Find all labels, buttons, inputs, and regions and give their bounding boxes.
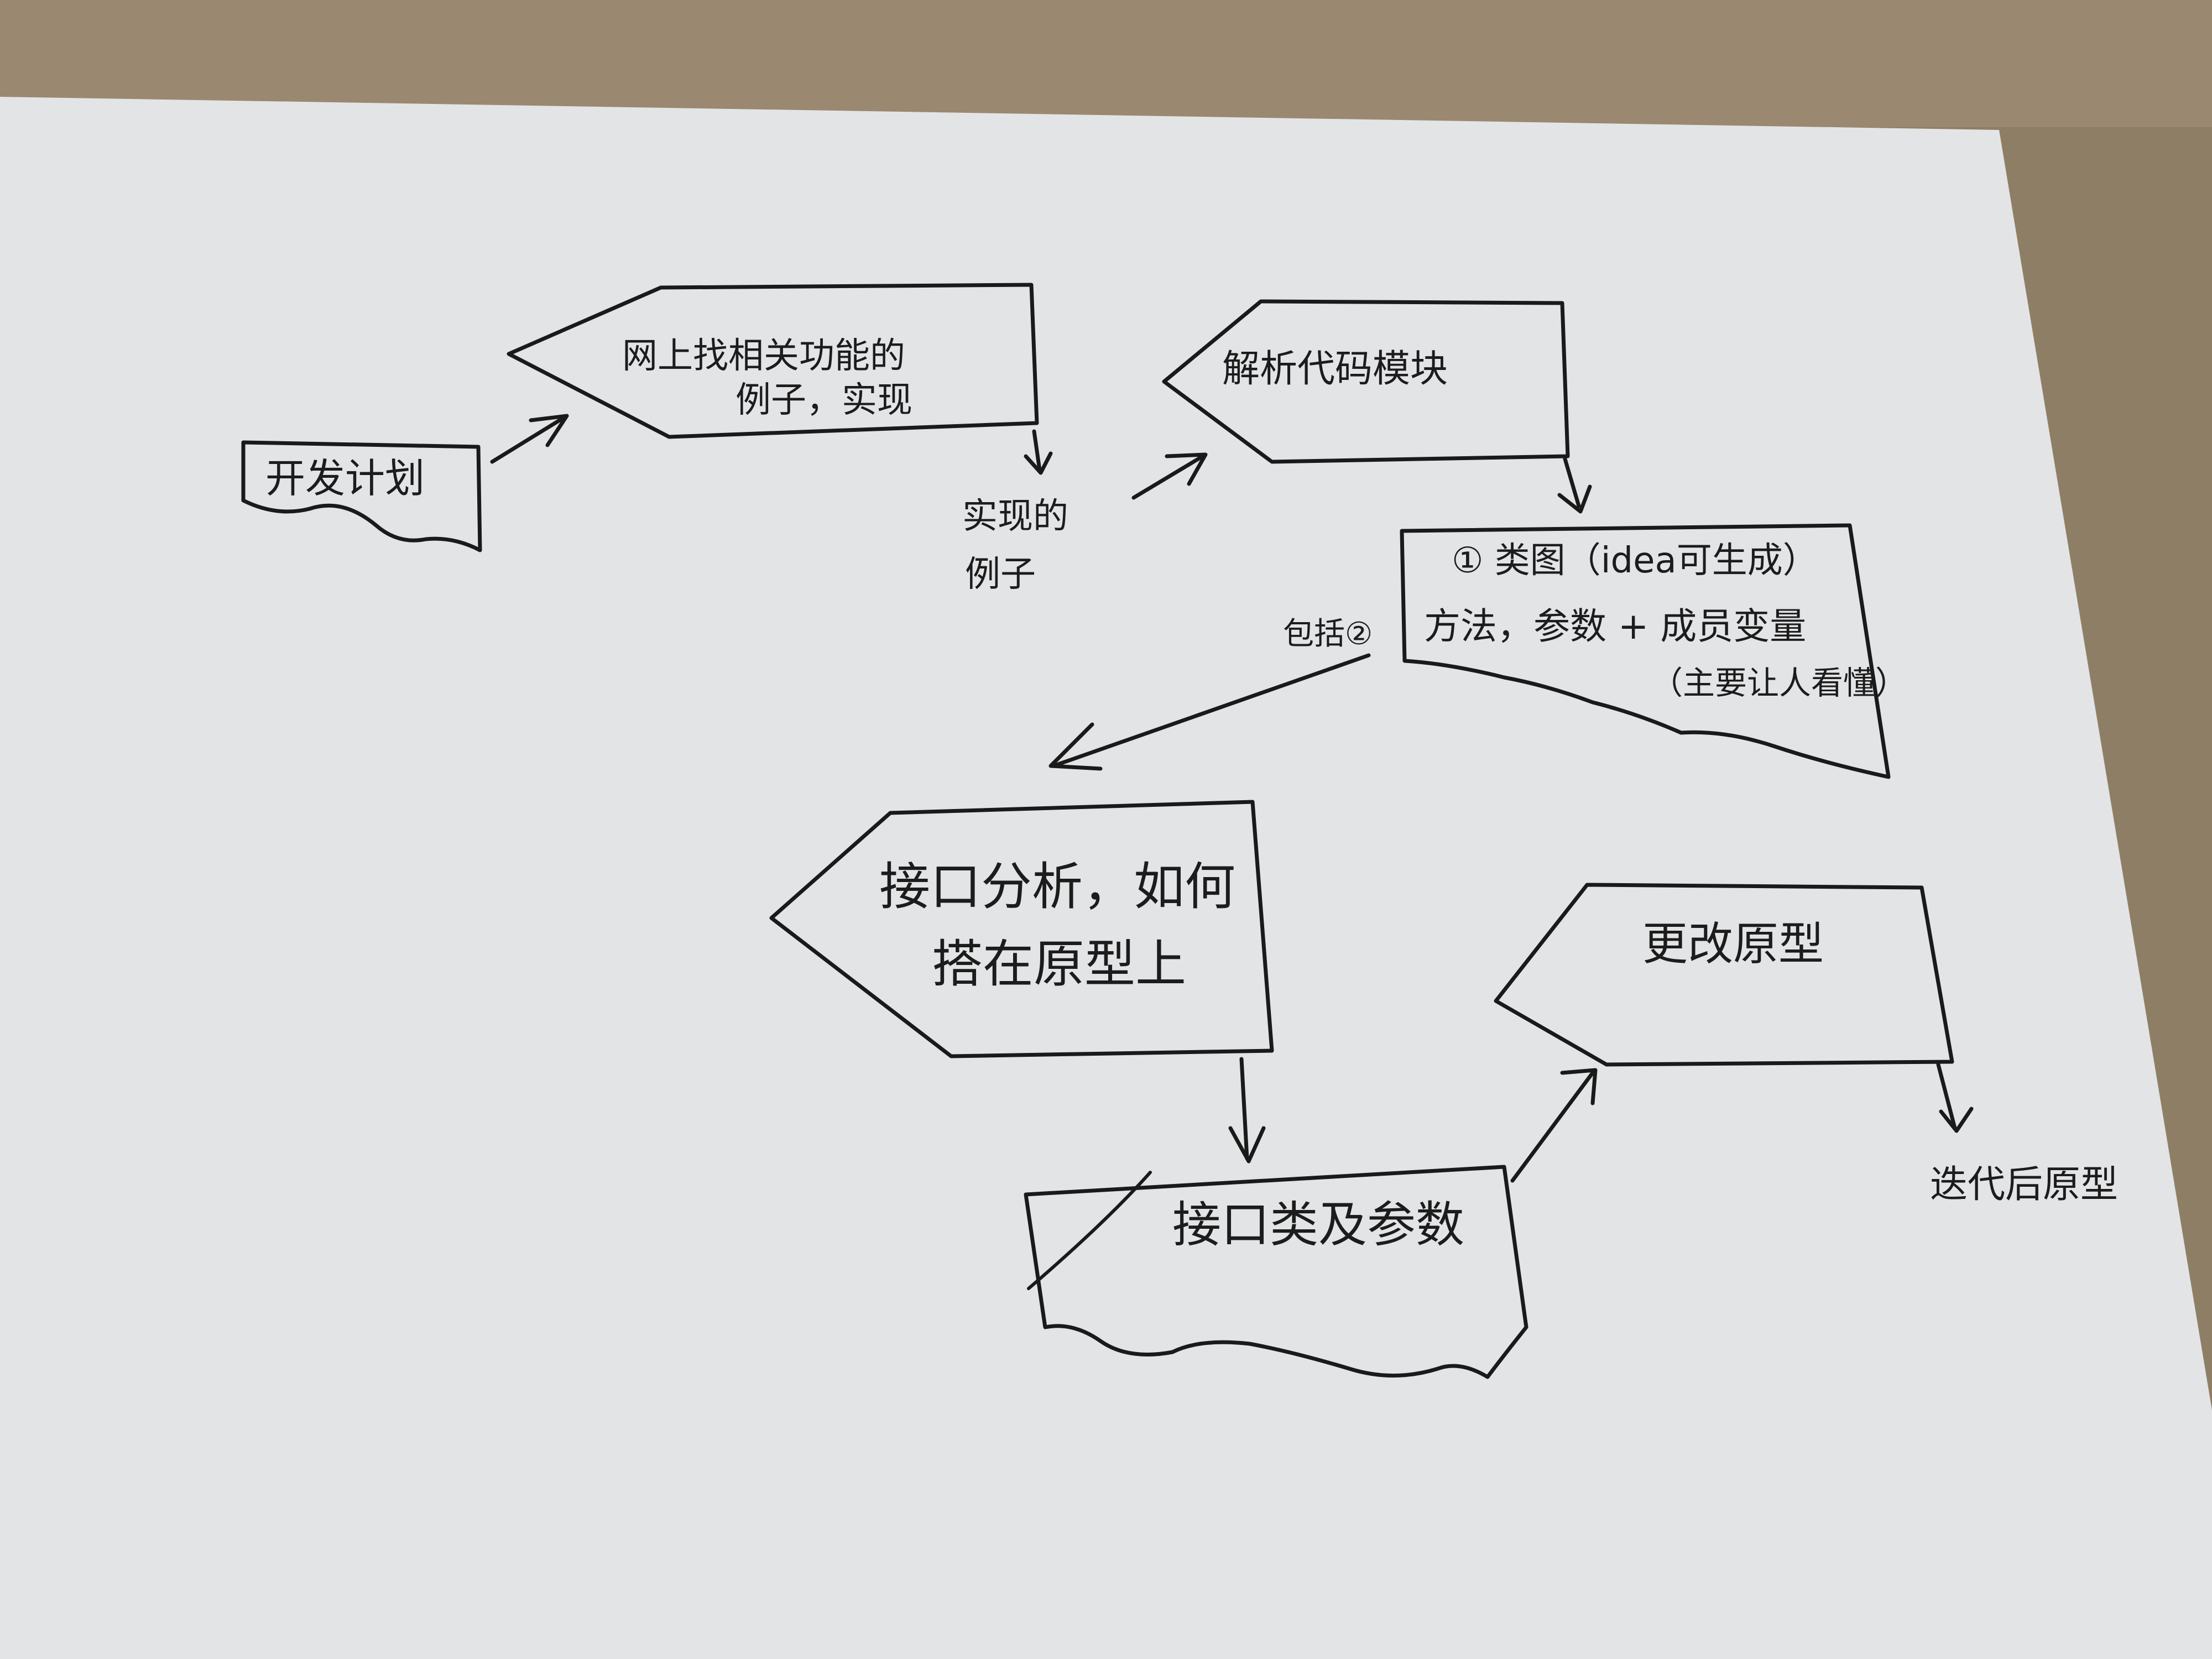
example-label-line1: 实现的 (962, 496, 1068, 537)
arrow-classdiagram-to-interface (1048, 653, 1371, 771)
classdiagram-label-line2: 方法，参数 + 成员变量 (1424, 605, 1806, 648)
parse-label: 解析代码模块 (1222, 347, 1448, 391)
classdiagram-node-shape (1400, 523, 1891, 779)
plan-label: 开发计划 (265, 455, 425, 502)
interface-label-line2: 搭在原型上 (932, 935, 1186, 994)
classdiagram-label-line1: ① 类图（idea可生成） (1452, 540, 1818, 581)
params-label: 接口类及参数 (1172, 1196, 1464, 1253)
arrow-params-to-modify (1510, 1068, 1598, 1183)
interface-label-line1: 接口分析，如何 (879, 857, 1235, 916)
search-node-shape (507, 283, 1039, 439)
iterate-label: 迭代后原型 (1930, 1163, 2118, 1207)
arrow-interface-to-params (1228, 1057, 1266, 1164)
modify-label: 更改原型 (1642, 918, 1824, 971)
arrow-search-to-example (1024, 429, 1053, 475)
interface-node-shape (769, 800, 1274, 1058)
paper-sheet (0, 97, 2212, 1659)
search-label-line2: 例子，实现 (735, 380, 912, 421)
plan-node-shape (241, 440, 482, 552)
classdiagram-label-line3: （主要让人看懂） (1651, 664, 1907, 702)
arrow-parse-to-classdiagram (1557, 457, 1592, 514)
arrow-plan-to-search (490, 414, 569, 464)
example-label-line2: 例子 (965, 554, 1036, 595)
params-node-shape (1024, 1165, 1528, 1379)
search-label-line1: 网上找相关功能的 (622, 336, 905, 377)
arrow-example-to-parse (1131, 452, 1208, 500)
params-node-fold (1027, 1171, 1152, 1290)
arrow-modify-to-iterate (1936, 1062, 1974, 1133)
includes-label: 包括② (1283, 616, 1373, 652)
parse-node-shape (1162, 299, 1570, 464)
modify-node-shape (1494, 883, 1954, 1067)
